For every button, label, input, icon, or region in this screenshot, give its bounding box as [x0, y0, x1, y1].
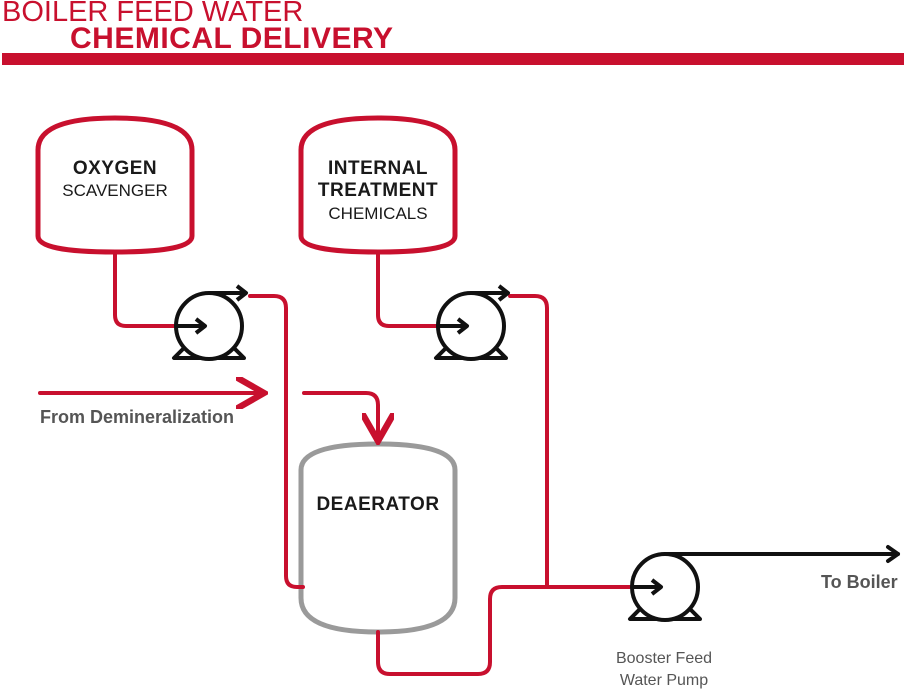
booster-feed-water-pump [628, 552, 702, 622]
internal-feed-pipe [376, 250, 440, 328]
oxygen-tank-label-bold: OXYGEN [72, 158, 158, 179]
to-boiler-line [663, 545, 900, 563]
title-line-2: CHEMICAL DELIVERY [70, 22, 394, 55]
deaerator-outlet-pipe [376, 585, 634, 676]
outlet-label: To Boiler [821, 572, 898, 592]
internal-tank-label-line-2: TREATMENT [317, 180, 439, 201]
deaerator-inlet-pipe [302, 391, 378, 437]
oxygen-dosing-pipe [248, 294, 305, 589]
internal-treatment-tank [298, 115, 458, 255]
internal-tank-label-line-1: INTERNAL [327, 158, 429, 179]
inlet-label: From Demineralization [40, 407, 235, 427]
oxygen-dosing-pump [172, 284, 248, 361]
oxygen-scavenger-tank [35, 115, 195, 255]
booster-pump-label-line-2: Water Pump [619, 672, 709, 689]
internal-tank-label-regular: CHEMICALS [328, 204, 428, 223]
title-line-1: BOILER FEED WATER [2, 0, 304, 28]
oxygen-tank-label-regular: SCAVENGER [62, 181, 168, 200]
title-underline-bar [2, 53, 904, 65]
deaerator-tank [298, 441, 458, 635]
internal-dosing-pipe [508, 294, 549, 589]
deaerator-label: DEAERATOR [316, 494, 440, 515]
booster-pump-label-line-1: Booster Feed [615, 650, 713, 667]
oxygen-feed-pipe [113, 250, 178, 328]
internal-treatment-dosing-pump [434, 284, 510, 361]
